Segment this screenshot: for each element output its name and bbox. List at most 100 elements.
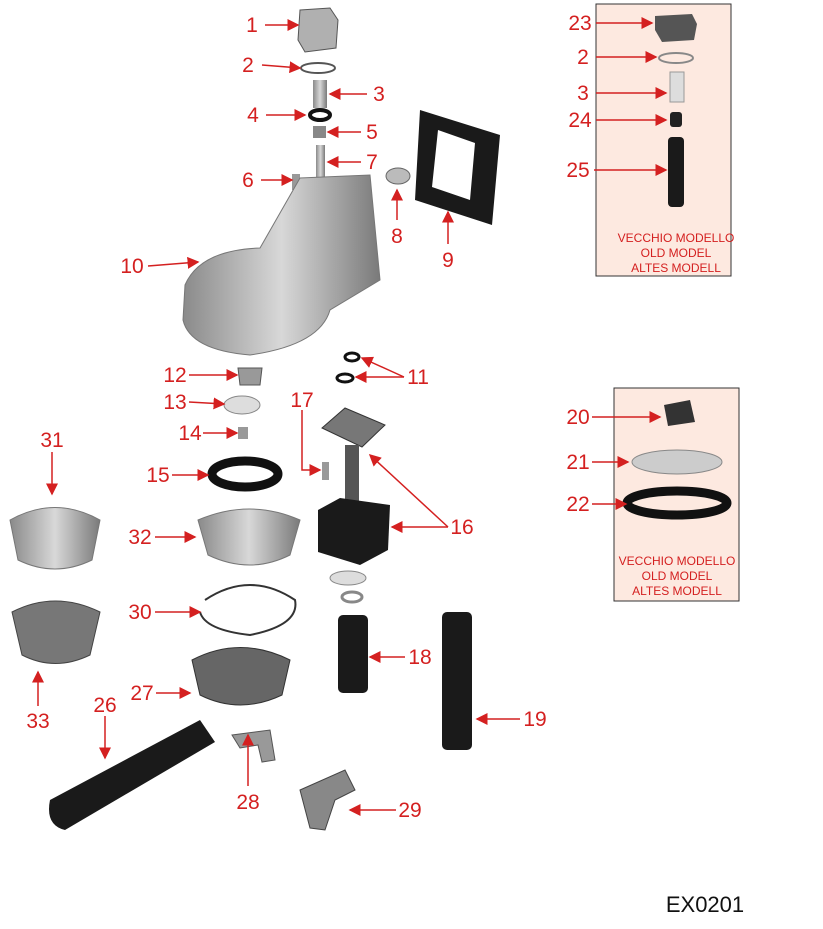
callout-number: 8 xyxy=(391,225,403,248)
part-21-screen xyxy=(631,449,723,475)
parts xyxy=(9,7,732,831)
part-23-cap xyxy=(655,14,697,42)
part-29-spout xyxy=(299,769,356,831)
callout-6: 6 xyxy=(242,169,294,192)
part-8-disc xyxy=(385,167,411,185)
callout-number: 17 xyxy=(290,389,313,412)
part-28-spout xyxy=(231,729,276,763)
callout-7: 7 xyxy=(326,151,378,174)
callout-2: 2 xyxy=(242,54,302,77)
callout-number: 4 xyxy=(247,104,259,127)
leader-arrow xyxy=(188,397,226,410)
part-6-screw xyxy=(292,174,300,190)
callout-24: 24 xyxy=(568,109,668,132)
leader-arrow xyxy=(261,61,302,74)
callout-13: 13 xyxy=(163,391,226,414)
callout-number: 14 xyxy=(178,422,202,445)
callout-3: 3 xyxy=(577,82,668,105)
leader-arrow xyxy=(301,410,322,476)
callout-31: 31 xyxy=(40,429,64,496)
callout-3: 3 xyxy=(328,83,385,106)
callout-number: 15 xyxy=(146,464,169,487)
leader-arrow xyxy=(360,356,405,378)
callout-number: 3 xyxy=(373,83,385,106)
part-15-gasket xyxy=(207,456,283,492)
callout-number: 9 xyxy=(442,249,454,272)
callout-10: 10 xyxy=(120,255,200,278)
callout-number: 11 xyxy=(407,366,429,389)
callout-11: 11 xyxy=(354,356,429,389)
callout-19: 19 xyxy=(475,708,547,731)
callout-number: 25 xyxy=(566,159,589,182)
callout-30: 30 xyxy=(128,601,202,624)
callout-number: 2 xyxy=(577,46,589,69)
callout-12: 12 xyxy=(163,364,239,387)
part-25-stem xyxy=(668,137,684,207)
part-12-valve xyxy=(237,367,263,386)
callout-number: 19 xyxy=(523,708,546,731)
callout-23: 23 xyxy=(568,12,654,35)
callout-number: 21 xyxy=(566,451,589,474)
diagram-code: EX0201 xyxy=(666,892,744,917)
note-line: VECCHIO MODELLO xyxy=(618,231,735,245)
part-31-filter xyxy=(9,507,101,570)
callout-27: 27 xyxy=(130,682,192,705)
callout-28: 28 xyxy=(236,733,260,814)
part-16-plate xyxy=(321,407,386,448)
part-11-oring xyxy=(343,351,361,363)
callout-25: 25 xyxy=(566,159,668,182)
callout-number: 24 xyxy=(568,109,592,132)
callout-number: 12 xyxy=(163,364,186,387)
part-5-nut xyxy=(313,126,326,138)
note-line: VECCHIO MODELLO xyxy=(619,554,736,568)
note-line: OLD MODEL xyxy=(641,246,712,260)
callout-18: 18 xyxy=(368,646,432,669)
callout-number: 32 xyxy=(128,526,151,549)
part-18-sleeve xyxy=(338,615,368,693)
part-16-washer xyxy=(329,570,367,586)
callout-number: 23 xyxy=(568,12,591,35)
callout-29: 29 xyxy=(348,799,422,822)
callout-number: 27 xyxy=(130,682,153,705)
note-line: ALTES MODELL xyxy=(632,584,722,598)
part-4-oring xyxy=(308,108,332,122)
callout-33: 33 xyxy=(26,670,50,733)
part-9-plate xyxy=(415,110,500,225)
callout-number: 5 xyxy=(366,121,378,144)
part-2-gasket xyxy=(300,62,336,74)
part-3-tube xyxy=(313,80,327,108)
part-16-ring xyxy=(340,590,364,604)
callout-5: 5 xyxy=(326,121,378,144)
callout-32: 32 xyxy=(128,526,197,549)
inset-old-model-top xyxy=(595,3,732,277)
part-11-oring xyxy=(335,372,355,384)
part-14-screw xyxy=(238,427,248,439)
part-16-block xyxy=(318,498,390,565)
callout-20: 20 xyxy=(566,406,662,429)
callout-number: 28 xyxy=(236,791,259,814)
note-line: OLD MODEL xyxy=(642,569,713,583)
part-16-rod xyxy=(345,445,359,505)
part-26-handle xyxy=(49,720,215,830)
callout-number: 10 xyxy=(120,255,143,278)
part-7-stem xyxy=(316,145,325,190)
callout-4: 4 xyxy=(247,104,307,127)
part-32-filter xyxy=(197,508,301,566)
callout-number: 7 xyxy=(366,151,378,174)
note-line: ALTES MODELL xyxy=(631,261,721,275)
callout-26: 26 xyxy=(93,694,117,760)
callout-number: 33 xyxy=(26,710,49,733)
callout-number: 2 xyxy=(242,54,254,77)
callout-21: 21 xyxy=(566,451,630,474)
part-13-shower xyxy=(223,395,261,415)
part-2-gasket-old xyxy=(658,52,694,64)
callout-8: 8 xyxy=(391,188,403,248)
callout-22: 22 xyxy=(566,493,628,516)
callouts: 1234567891011121314151617181920212223232… xyxy=(26,12,668,822)
callout-number: 29 xyxy=(398,799,421,822)
callout-number: 3 xyxy=(577,82,589,105)
callout-15: 15 xyxy=(146,464,210,487)
part-19-sleeve xyxy=(442,612,472,750)
inset-bottom-note: VECCHIO MODELLO OLD MODEL ALTES MODELL xyxy=(619,554,736,598)
